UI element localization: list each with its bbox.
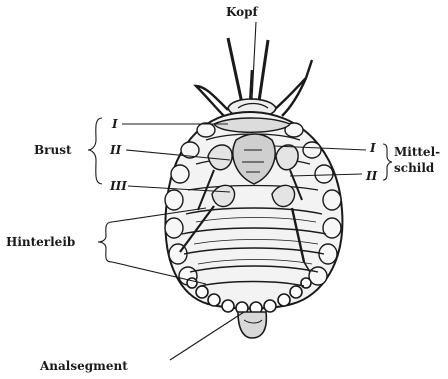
abdomen-brace xyxy=(98,222,112,262)
label-middle-shield-2: schild xyxy=(394,161,435,175)
leader-head xyxy=(252,22,256,100)
label-abdomen: Hinterleib xyxy=(6,235,75,249)
label-head: Kopf xyxy=(226,5,259,19)
leader-anal-segment xyxy=(170,312,244,360)
label-anal-segment: Analsegment xyxy=(39,359,128,373)
antennae xyxy=(228,38,268,108)
label-middle-shield-1: Mittel- xyxy=(394,145,440,159)
label-segment-right-1: I xyxy=(369,141,376,155)
insect-body xyxy=(165,38,342,338)
label-segment-left-1: I xyxy=(111,117,118,131)
thorax-brace xyxy=(88,118,102,184)
label-thorax: Brust xyxy=(34,143,72,157)
label-segment-right-2: II xyxy=(365,169,378,183)
label-segment-left-3: III xyxy=(109,179,127,193)
label-segment-left-2: II xyxy=(109,143,122,157)
anal-segment xyxy=(238,312,266,338)
middle-shield-brace xyxy=(383,144,392,180)
